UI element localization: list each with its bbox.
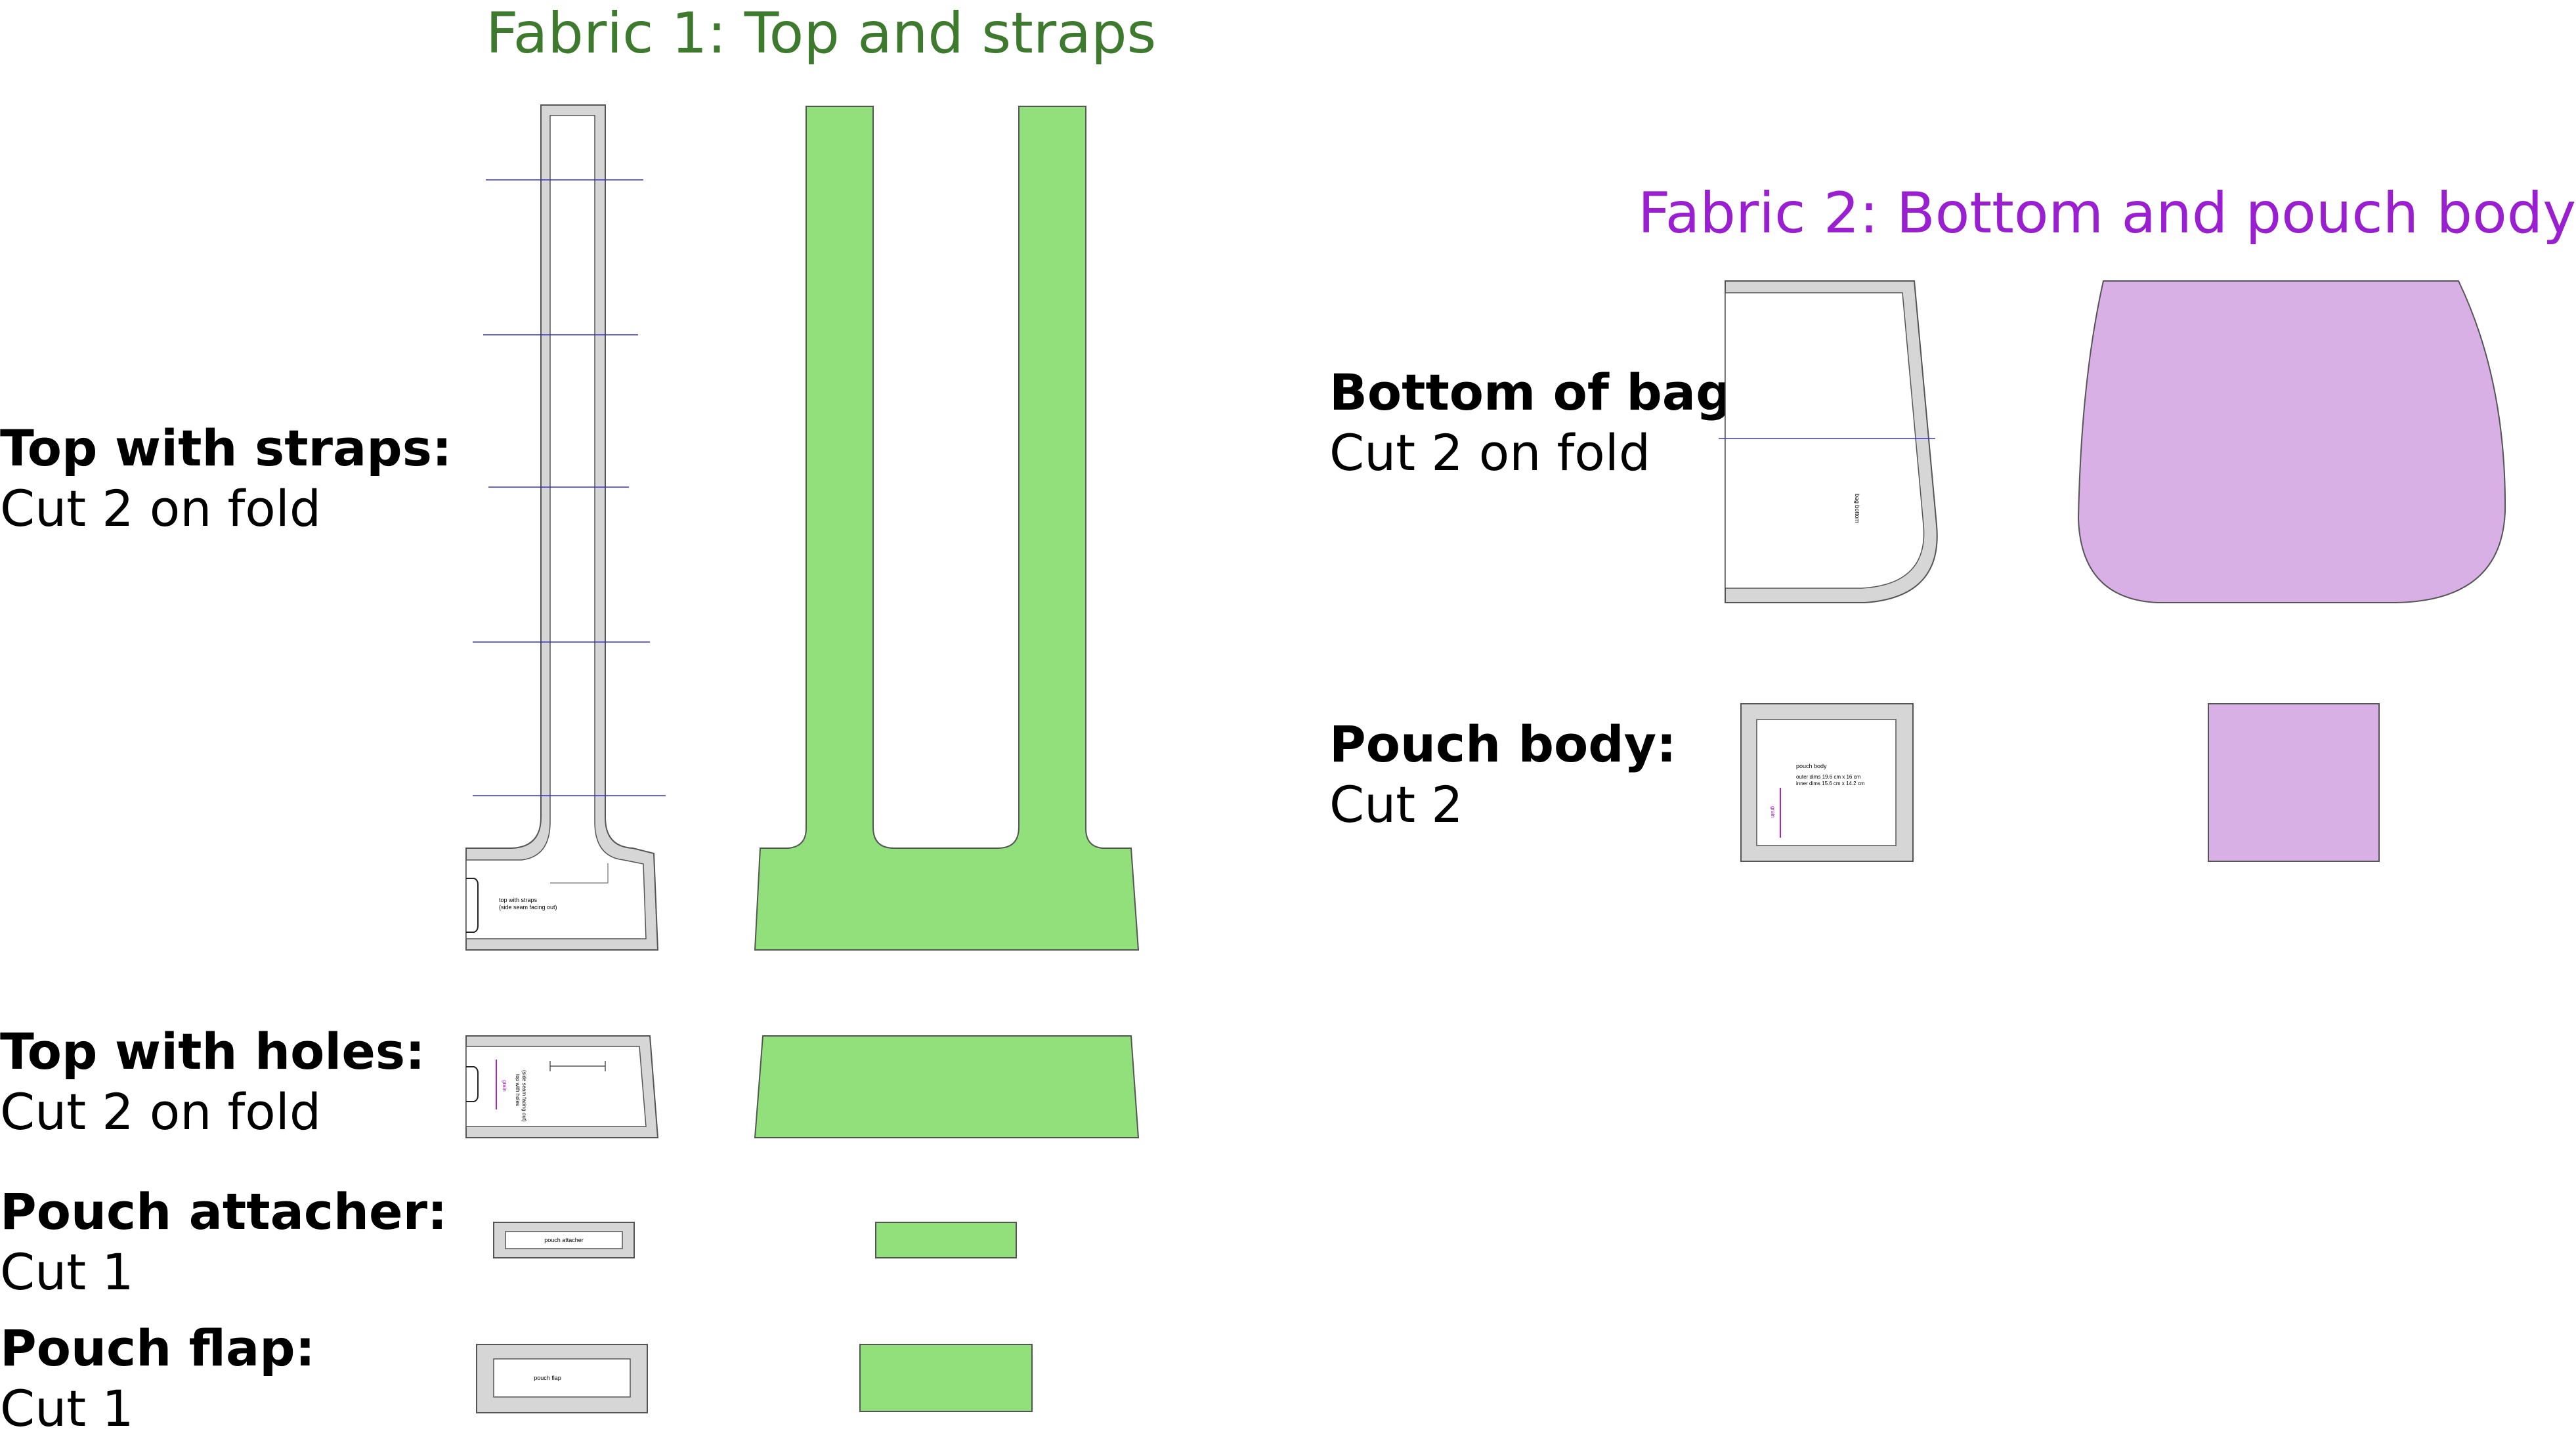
pouch-body-fabric-2-piece	[2208, 703, 2380, 862]
top-straps-pattern-text-2: (side seam facing out)	[499, 904, 557, 911]
top-holes-pattern-text-2: (side seam facing out)	[521, 1070, 527, 1122]
pouch-attacher-pattern: pouch attacher	[493, 1222, 635, 1258]
piece-name-pouch-attacher: Pouch attacher:	[0, 1182, 448, 1241]
pouch-body-pattern-dims-2: inner dims 15.6 cm x 14.2 cm	[1796, 781, 1865, 786]
pouch-body-pattern-dims-1: outer dims 19.6 cm x 16 cm	[1796, 774, 1861, 780]
piece-instruction-pouch-flap: Cut 1	[0, 1379, 134, 1438]
fold-hole-marker-holes	[466, 1066, 479, 1102]
cut-line-top-holes	[465, 1046, 647, 1127]
piece-name-top-with-straps: Top with straps:	[0, 419, 452, 477]
pouch-body-grain-text: grain	[1770, 806, 1776, 818]
top-with-straps-pattern: top with straps (side seam facing out)	[465, 104, 666, 951]
piece-instruction-pouch-attacher: Cut 1	[0, 1243, 134, 1301]
pouch-body-pattern: pouch body outer dims 19.6 cm x 16 cm in…	[1740, 703, 1914, 862]
top-with-holes-pattern: grain top with holes (side seam facing o…	[465, 1035, 659, 1138]
bottom-of-bag-fabric-2-piece	[2077, 280, 2506, 603]
label-top-with-straps: Top with straps: Cut 2 on fold	[0, 418, 452, 539]
piece-name-pouch-body: Pouch body:	[1329, 715, 1677, 773]
piece-instruction-pouch-body: Cut 2	[1329, 775, 1463, 834]
top-with-holes-fabric-1-piece	[754, 1035, 1140, 1138]
cut-line-top-straps	[465, 115, 647, 939]
bottom-pattern-text: bag bottom	[1854, 494, 1860, 523]
top-holes-grain-text: grain	[502, 1080, 507, 1092]
label-top-with-holes: Top with holes: Cut 2 on fold	[0, 1021, 425, 1142]
fabric-2-title: Fabric 2: Bottom and pouch body	[1638, 181, 2576, 246]
cut-line-bottom	[1725, 292, 1925, 589]
cut-line-pouch-attacher	[505, 1231, 623, 1249]
piece-instruction-top-with-straps: Cut 2 on fold	[0, 479, 322, 538]
cut-line-pouch-flap	[493, 1358, 631, 1398]
label-pouch-attacher: Pouch attacher: Cut 1	[0, 1182, 447, 1302]
pouch-flap-pattern-text: pouch flap	[534, 1375, 561, 1381]
pouch-attacher-fabric-1-piece	[875, 1222, 1017, 1258]
pattern-canvas: top with straps (side seam facing out) g…	[465, 104, 2506, 1413]
pouch-body-pattern-title: pouch body	[1796, 763, 1827, 769]
top-with-straps-fabric-1-piece	[754, 106, 1140, 951]
pouch-flap-pattern: pouch flap	[476, 1344, 648, 1413]
pouch-attacher-pattern-text: pouch attacher	[544, 1237, 584, 1243]
fold-hole-marker-straps	[466, 878, 479, 933]
piece-name-bottom-of-bag: Bottom of bag:	[1329, 363, 1751, 421]
label-pouch-body: Pouch body: Cut 2	[1329, 714, 1677, 835]
pouch-flap-fabric-1-piece	[859, 1344, 1033, 1412]
top-holes-pattern-text-1: top with holes	[515, 1074, 521, 1106]
piece-instruction-bottom-of-bag: Cut 2 on fold	[1329, 423, 1651, 482]
piece-instruction-top-with-holes: Cut 2 on fold	[0, 1083, 322, 1141]
fabric-1-title: Fabric 1: Top and straps	[486, 1, 1157, 66]
piece-name-top-with-holes: Top with holes:	[0, 1022, 425, 1081]
bottom-of-bag-pattern: bag bottom	[1719, 280, 1938, 603]
top-straps-pattern-text-1: top with straps	[499, 897, 538, 903]
label-pouch-flap: Pouch flap: Cut 1	[0, 1318, 315, 1439]
piece-name-pouch-flap: Pouch flap:	[0, 1319, 316, 1377]
label-bottom-of-bag: Bottom of bag: Cut 2 on fold	[1329, 362, 1751, 483]
